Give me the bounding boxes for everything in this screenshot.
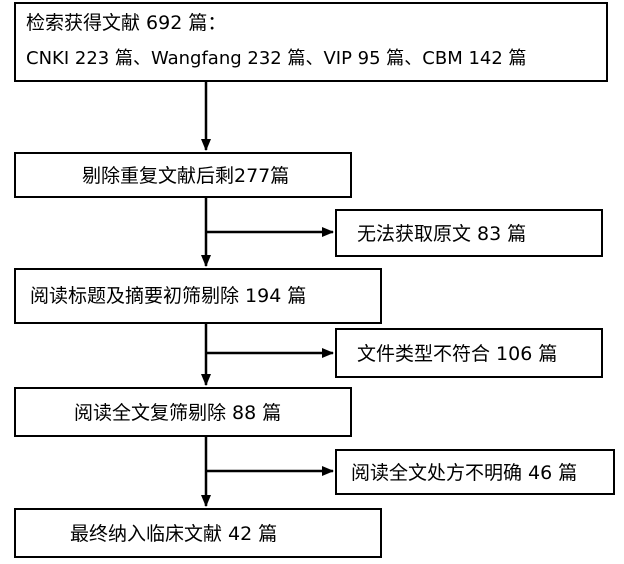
type-mismatch-label: 文件类型不符合 106 篇 [357,343,558,365]
final-inclusion-label: 最终纳入临床文献 42 篇 [70,523,278,545]
unclear-prescription-box: 阅读全文处方不明确 46 篇 [335,449,615,495]
title-abstract-screen-box: 阅读标题及摘要初筛剔除 194 篇 [14,268,382,324]
search-results-by-database: CNKI 223 篇、Wangfang 232 篇、VIP 95 篇、CBM 1… [26,47,527,69]
no-fulltext-label: 无法获取原文 83 篇 [357,223,527,245]
title-abstract-screen-label: 阅读标题及摘要初筛剔除 194 篇 [30,285,307,307]
dedup-box: 剔除重复文献后剩277篇 [14,152,352,198]
final-inclusion-box: 最终纳入临床文献 42 篇 [14,508,382,558]
search-results-box: 检索获得文献 692 篇： CNKI 223 篇、Wangfang 232 篇、… [14,2,608,82]
dedup-label: 剔除重复文献后剩277篇 [82,165,290,187]
fulltext-screen-box: 阅读全文复筛剔除 88 篇 [14,387,352,437]
no-fulltext-box: 无法获取原文 83 篇 [335,209,603,257]
search-results-total: 检索获得文献 692 篇： [26,12,227,34]
type-mismatch-box: 文件类型不符合 106 篇 [335,328,603,378]
unclear-prescription-label: 阅读全文处方不明确 46 篇 [351,462,578,484]
fulltext-screen-label: 阅读全文复筛剔除 88 篇 [74,402,282,424]
